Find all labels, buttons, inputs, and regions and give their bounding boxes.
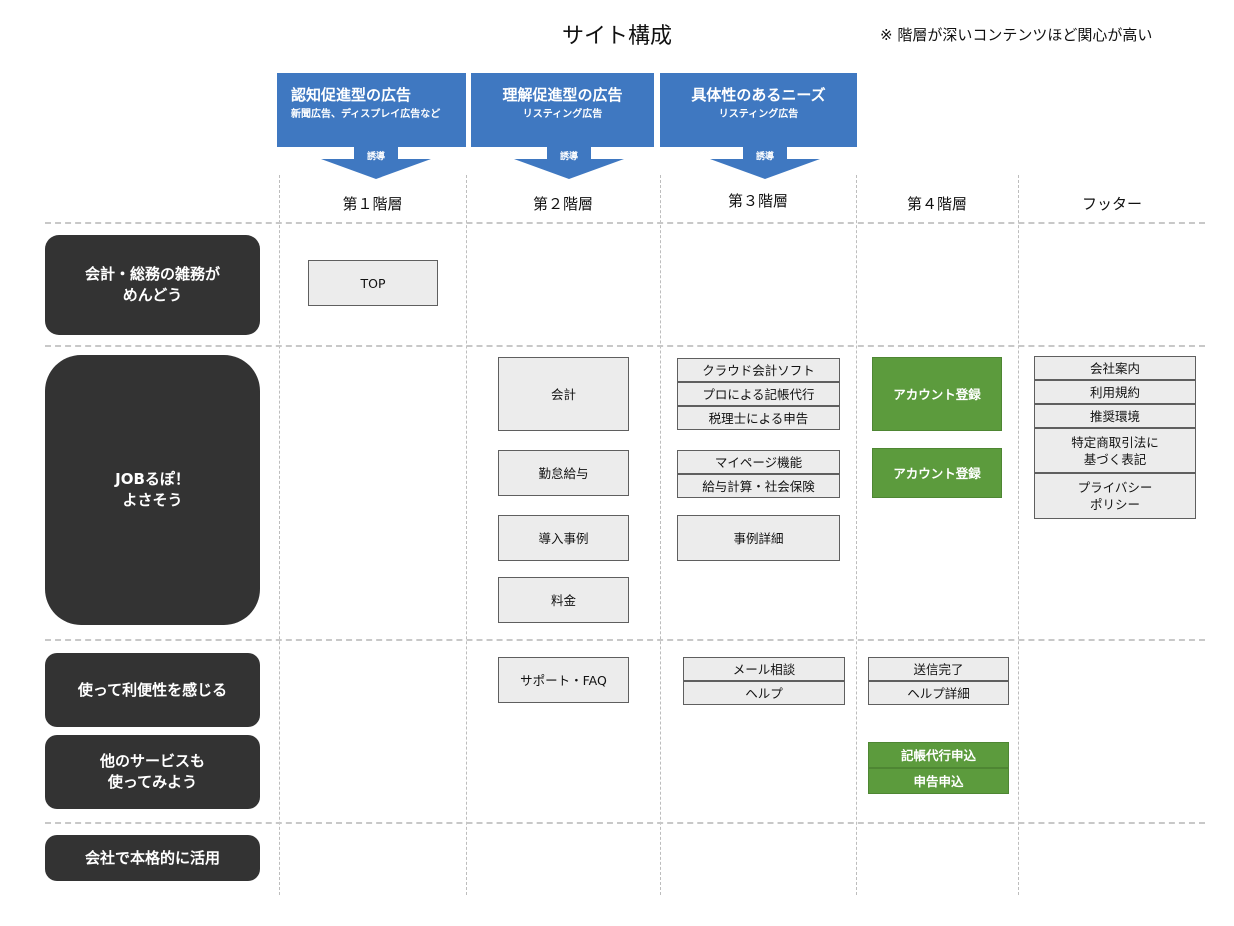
page-payroll-insurance[interactable]: 給与計算・社会保険	[677, 474, 840, 498]
ad-title: 理解促進型の広告	[502, 86, 623, 104]
down-arrow-icon: 誘導	[514, 147, 624, 179]
ad-title: 具体性のあるニーズ	[691, 86, 826, 104]
page-mypage-feature[interactable]: マイページ機能	[677, 450, 840, 474]
page-help[interactable]: ヘルプ	[683, 681, 845, 705]
note-text: ※ 階層が深いコンテンツほど関心が高い	[880, 26, 1153, 44]
column-header-level1: 第１階層	[342, 195, 403, 213]
page-case-studies[interactable]: 導入事例	[498, 515, 629, 561]
row-divider	[45, 345, 1205, 347]
persona-stage-2: JOBるぽ！ よさそう	[45, 355, 260, 625]
tax-filing-apply-button[interactable]: 申告申込	[868, 768, 1009, 794]
footer-commercial-law[interactable]: 特定商取引法に 基づく表記	[1034, 428, 1196, 473]
column-header-level4: 第４階層	[906, 195, 967, 213]
persona-stage-5: 会社で本格的に活用	[45, 835, 260, 881]
footer-company-info[interactable]: 会社案内	[1034, 356, 1196, 380]
account-register-button[interactable]: アカウント登録	[872, 448, 1002, 498]
ad-subtitle: リスティング広告	[522, 109, 603, 120]
page-attendance-payroll[interactable]: 勤怠給与	[498, 450, 629, 496]
page-support-faq[interactable]: サポート・FAQ	[498, 657, 629, 703]
footer-terms[interactable]: 利用規約	[1034, 380, 1196, 404]
page-tax-filing[interactable]: 税理士による申告	[677, 406, 840, 430]
row-divider	[45, 222, 1205, 224]
column-header-level3: 第３階層	[727, 192, 788, 210]
page-email-consultation[interactable]: メール相談	[683, 657, 845, 681]
page-accounting[interactable]: 会計	[498, 357, 629, 431]
column-divider	[856, 175, 857, 895]
page-case-detail[interactable]: 事例詳細	[677, 515, 840, 561]
page-help-detail[interactable]: ヘルプ詳細	[868, 681, 1009, 705]
arrow-label: 誘導	[559, 152, 578, 162]
account-register-button[interactable]: アカウント登録	[872, 357, 1002, 431]
row-divider	[45, 639, 1205, 641]
footer-privacy-policy[interactable]: プライバシー ポリシー	[1034, 473, 1196, 519]
column-divider	[660, 175, 661, 895]
page-title: サイト構成	[561, 24, 672, 49]
column-divider	[279, 175, 280, 895]
row-divider	[45, 822, 1205, 824]
page-pricing[interactable]: 料金	[498, 577, 629, 623]
column-header-level2: 第２階層	[532, 195, 593, 213]
ad-title: 認知促進型の広告	[291, 86, 412, 104]
footer-recommended-env[interactable]: 推奨環境	[1034, 404, 1196, 428]
ad-understanding: 理解促進型の広告 リスティング広告	[471, 73, 654, 147]
column-divider	[466, 175, 467, 895]
arrow-label: 誘導	[366, 152, 385, 162]
column-header-footer: フッター	[1081, 195, 1142, 213]
bookkeeping-apply-button[interactable]: 記帳代行申込	[868, 742, 1009, 768]
down-arrow-icon: 誘導	[321, 147, 431, 179]
column-divider	[1018, 175, 1019, 895]
page-cloud-accounting-software[interactable]: クラウド会計ソフト	[677, 358, 840, 382]
ad-awareness: 認知促進型の広告 新聞広告、ディスプレイ広告など	[277, 73, 466, 147]
ad-specific-needs: 具体性のあるニーズ リスティング広告	[660, 73, 857, 147]
ad-subtitle: 新聞広告、ディスプレイ広告など	[291, 109, 441, 120]
persona-stage-4: 他のサービスも 使ってみよう	[45, 735, 260, 809]
page-send-complete[interactable]: 送信完了	[868, 657, 1009, 681]
arrow-label: 誘導	[755, 152, 774, 162]
page-bookkeeping-service[interactable]: プロによる記帳代行	[677, 382, 840, 406]
ad-subtitle: リスティング広告	[718, 109, 799, 120]
page-top[interactable]: TOP	[308, 260, 438, 306]
persona-stage-1: 会計・総務の雑務が めんどう	[45, 235, 260, 335]
persona-stage-3: 使って利便性を感じる	[45, 653, 260, 727]
down-arrow-icon: 誘導	[710, 147, 820, 179]
